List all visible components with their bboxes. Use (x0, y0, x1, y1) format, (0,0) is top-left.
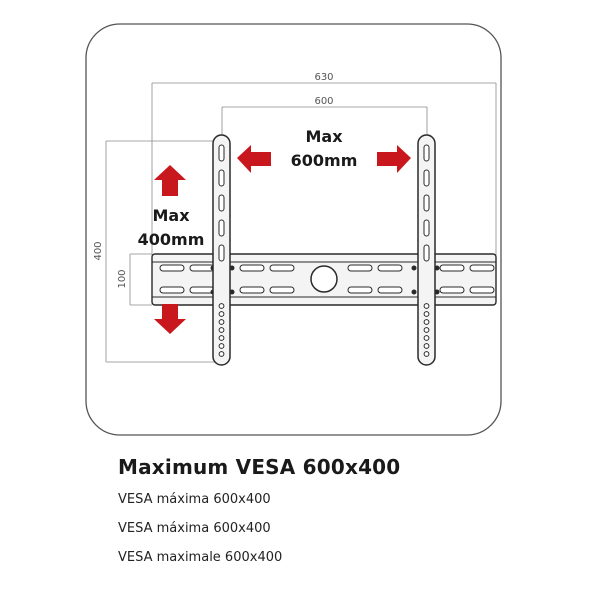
horizontal-max-label: Max (305, 127, 343, 146)
arm-slot (218, 194, 225, 212)
arm-hole (218, 327, 225, 333)
arm-slot (423, 244, 430, 262)
arm-hole (423, 327, 430, 333)
arrow-right-icon (377, 145, 411, 173)
diagram-frame (85, 23, 502, 436)
rail-slot (347, 286, 373, 294)
arm-hole (218, 343, 225, 349)
right-mounting-arm (417, 134, 436, 366)
rail-slot (469, 286, 495, 294)
wall-rail (151, 253, 497, 306)
rail-slot (189, 286, 215, 294)
rail-slot (439, 286, 465, 294)
arm-hole (423, 343, 430, 349)
arrow-left-icon (237, 145, 271, 173)
horizontal-max-value: 600mm (291, 151, 358, 170)
rail-slot (189, 264, 215, 272)
arm-hole (218, 351, 225, 357)
rail-slot (347, 264, 373, 272)
rail-height-label: 100 (117, 269, 128, 288)
rail-screw (411, 289, 417, 295)
arm-hole (423, 351, 430, 357)
arm-slot (423, 169, 430, 187)
rail-center-hole (310, 265, 338, 293)
dimension-overall-width (151, 82, 497, 262)
dimension-overall-height (105, 140, 218, 363)
rail-screw (411, 265, 417, 271)
dimension-vesa-width (221, 106, 428, 135)
rail-slot (239, 264, 265, 272)
vertical-max-label: Max (152, 206, 190, 225)
left-mounting-arm (212, 134, 231, 366)
rail-slot (269, 286, 295, 294)
caption-main: Maximum VESA 600x400 (118, 455, 401, 479)
rail-slot (469, 264, 495, 272)
overall-width-label: 630 (314, 72, 333, 83)
arm-hole (218, 303, 225, 309)
caption-french: VESA maximale 600x400 (118, 550, 283, 565)
arm-slot (423, 194, 430, 212)
arm-slot (218, 169, 225, 187)
arm-hole (423, 311, 430, 317)
arrow-down-icon (154, 304, 186, 334)
arm-hole (423, 303, 430, 309)
vertical-max-value: 400mm (138, 230, 205, 249)
arm-hole (423, 335, 430, 341)
arm-slot (423, 144, 430, 162)
arm-hole (423, 319, 430, 325)
caption-spanish: VESA máxima 600x400 (118, 492, 271, 507)
arm-hole (218, 319, 225, 325)
arm-slot (423, 219, 430, 237)
rail-slot (439, 264, 465, 272)
caption-portuguese: VESA máxima 600x400 (118, 521, 271, 536)
arm-slot (218, 244, 225, 262)
arm-hole (218, 335, 225, 341)
vesa-width-label: 600 (314, 96, 333, 107)
overall-height-label: 400 (93, 241, 104, 260)
arm-slot (218, 144, 225, 162)
rail-slot (159, 264, 185, 272)
dimension-rail-height (129, 253, 152, 306)
rail-slot (239, 286, 265, 294)
rail-slot (377, 286, 403, 294)
arm-slot (218, 219, 225, 237)
rail-slot (377, 264, 403, 272)
arm-hole (218, 311, 225, 317)
rail-slot (159, 286, 185, 294)
rail-slot (269, 264, 295, 272)
arrow-up-icon (154, 165, 186, 196)
